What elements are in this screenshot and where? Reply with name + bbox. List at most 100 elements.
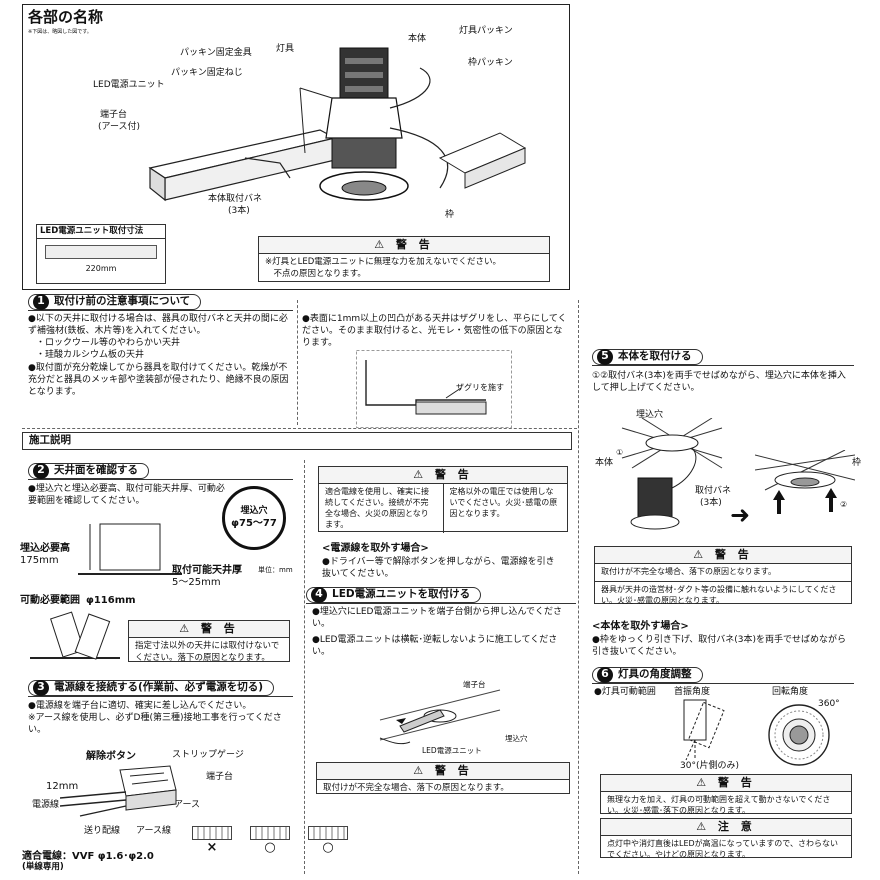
remove-body-title: <本体を取外す場合> [592, 621, 689, 632]
section-4-title: LED電源ユニットを取付ける [332, 587, 471, 600]
terminal-icon [308, 826, 348, 840]
feed-wire-label: 送り配線 [84, 826, 121, 836]
wire-spec-sub: (単線専用) [22, 862, 64, 872]
label-lamp-packing: 灯具パッキン [459, 26, 513, 36]
terminal-mark-2: ○ [250, 826, 290, 857]
parts-warning: ⚠ 警 告 ※灯具とLED電源ユニットに無理な力を加えないでください。 不点の原… [258, 236, 550, 282]
caution-icon: ⚠ [696, 820, 718, 833]
section-5-warning-body-1: 取付けが不完全な場合、落下の原因となります。 [595, 564, 851, 583]
terminal-mark-row: × ○ ○ [192, 826, 348, 857]
label-frame: 枠 [445, 210, 455, 220]
embed-height-value: 175mm [20, 555, 59, 566]
parts-note: ※下図は、略図した図です。 [28, 29, 92, 35]
arrow-right-icon: ➜ [730, 501, 751, 529]
warning-icon: ⚠ [696, 776, 718, 789]
section-4-warning-body: 取付けが不完全な場合、落下の原因となります。 [323, 783, 509, 794]
tilt-range-drawing [30, 611, 120, 660]
label-terminal: 端子台 [100, 110, 128, 120]
label-led-unit: LED電源ユニット [93, 80, 165, 90]
parts-illustration [148, 47, 527, 202]
parts-warning-body: ※灯具とLED電源ユニットに無理な力を加えないでください。 不点の原因となります… [265, 257, 502, 279]
terminal-drawing [60, 765, 177, 817]
section-5-frame-label: 枠 [852, 458, 862, 468]
section-5-circle-1: ① [616, 448, 624, 457]
downlight-body-drawing [299, 47, 409, 201]
section-6-caution-body: 点灯中や消灯直後はLEDが高温になっていますので、さわらないでください。やけどの… [607, 839, 838, 860]
section-6-warning-body: 無理な力を加え、灯具の可動範囲を超えて動かさないでください。火災･感電･落下の原… [607, 795, 831, 816]
power-wire-label: 電源線 [32, 800, 60, 810]
led-dimension-box: LED電源ユニット取付寸法 220mm [36, 224, 166, 284]
wire-spec-title: 適合電線：VVF φ1.6･φ2.0 [22, 851, 154, 862]
label-lamp: 灯具 [276, 44, 295, 54]
thickness-label: 取付可能天井厚 [172, 565, 242, 576]
section-6-warning-head: ⚠ 警 告 [601, 775, 851, 793]
section-5-warning-head: ⚠ 警 告 [595, 547, 851, 565]
embed-height-label: 埋込必要高 [20, 543, 70, 554]
strip-length-label: 12mm [46, 781, 79, 792]
section-6-caution-head: ⚠ 注 意 [601, 819, 851, 837]
label-packing-screw: パッキン固定ねじ [171, 68, 243, 78]
label-body-spring-count: (3本) [228, 206, 250, 216]
warning-icon: ⚠ [693, 548, 715, 561]
led-unit-drawing [148, 129, 337, 202]
terminal-icon [192, 826, 232, 840]
section-6-caution: ⚠ 注 意 点灯中や消灯直後はLEDが高温になっていますので、さわらないでくださ… [600, 818, 852, 859]
earth-label: アース [174, 800, 201, 810]
release-button-label: 解除ボタン [86, 751, 136, 762]
section-5-title: 本体を取付ける [618, 349, 692, 362]
earth-wire-label: アース線 [136, 826, 172, 836]
section-5-warning-body-2: 器具が天井の造営材･ダクト等の設備に触れないようにしてください。火災･感電の原因… [601, 585, 837, 605]
warning-icon: ⚠ [179, 622, 201, 635]
led-insert-drawing [379, 689, 501, 745]
section-3-text-1: ●電源線を端子台に適切、確実に差し込んでください。 [28, 701, 252, 711]
label-earth: (アース付) [98, 122, 141, 132]
section-4-number: 4 [311, 586, 327, 603]
section-1-item-2: ・ロックウール等のやわらかい天井 [36, 338, 181, 349]
warning-icon: ⚠ [413, 468, 435, 481]
strip-gauge-label: ストリップゲージ [172, 750, 244, 760]
parts-title: 各部の名称 [28, 8, 104, 26]
section-1-item-4: ●取付面が充分乾燥してから器具を取付けてください。乾燥が不充分だと器具のメッキ部… [28, 362, 289, 397]
section-1-item-1: ●以下の天井に取付ける場合は、器具の取付バネと天井の間に必ず補強材(鉄板、木片等… [28, 314, 288, 337]
section-2-text: ●埋込穴と埋込必要高、取付可能天井厚、可動必要範囲を確認してください。 [28, 484, 225, 507]
unit-label: 単位：mm [258, 566, 293, 574]
terminal-mark-3: ○ [308, 826, 348, 857]
parts-warning-head: ⚠ 警 告 [259, 237, 549, 255]
section-5-spring-count: (3本) [700, 498, 722, 508]
warning-icon: ⚠ [413, 764, 435, 777]
section-4-header: 4 LED電源ユニットを取付ける [306, 586, 576, 604]
divider [297, 300, 298, 425]
section-6-range-label: ●灯具可動範囲 [594, 687, 656, 697]
section-6-number: 6 [597, 666, 613, 683]
terminal-icon [250, 826, 290, 840]
section-3-text: ●電源線を端子台に適切、確実に差し込んでください。 ※アース線を使用し、必ずD種… [28, 700, 290, 736]
section-4-terminal-label: 端子台 [463, 680, 486, 689]
remove-wire-title: <電源線を取外す場合> [322, 543, 429, 554]
led-dimension-title: LED電源ユニット取付寸法 [37, 225, 165, 240]
hole-size: φ75〜77 [231, 518, 277, 530]
label-frame-packing: 枠パッキン [468, 58, 513, 68]
section-2-warning: ⚠ 警 告 指定寸法以外の天井には取付けないでください。落下の原因となります。 [128, 620, 290, 663]
hole-label: 埋込穴 [240, 505, 268, 516]
divider [22, 428, 577, 429]
label-body-spring: 本体取付バネ [208, 194, 263, 204]
wiring-warning-head: ⚠ 警 告 [319, 467, 567, 485]
range-value: φ116mm [86, 595, 136, 606]
section-5-hole-label: 埋込穴 [636, 410, 664, 420]
section-1-item-3: ・珪酸カルシウム板の天井 [36, 350, 145, 361]
thickness-value: 5〜25mm [172, 577, 221, 588]
section-4-text-1: ●埋込穴にLED電源ユニットを端子台側から押し込んでください。 [312, 607, 563, 630]
section-3-number: 3 [33, 679, 49, 696]
led-unit-shape [45, 245, 157, 260]
divider [578, 300, 579, 874]
section-2-warning-head: ⚠ 警 告 [129, 621, 289, 639]
section-4-text-2: ●LED電源ユニットは横転･逆転しないように施工してください。 [312, 635, 558, 658]
wiring-warning: ⚠ 警 告 適合電線を使用し、確実に接続してください。接続が不完全な場合、火災の… [318, 466, 568, 534]
ceiling-height-drawing [78, 523, 182, 575]
section-5-spring-label: 取付バネ [695, 486, 732, 496]
section-4-warning: ⚠ 警 告 取付けが不完全な場合、落下の原因となります。 [316, 762, 570, 794]
section-4-hole-label: 埋込穴 [505, 734, 528, 743]
